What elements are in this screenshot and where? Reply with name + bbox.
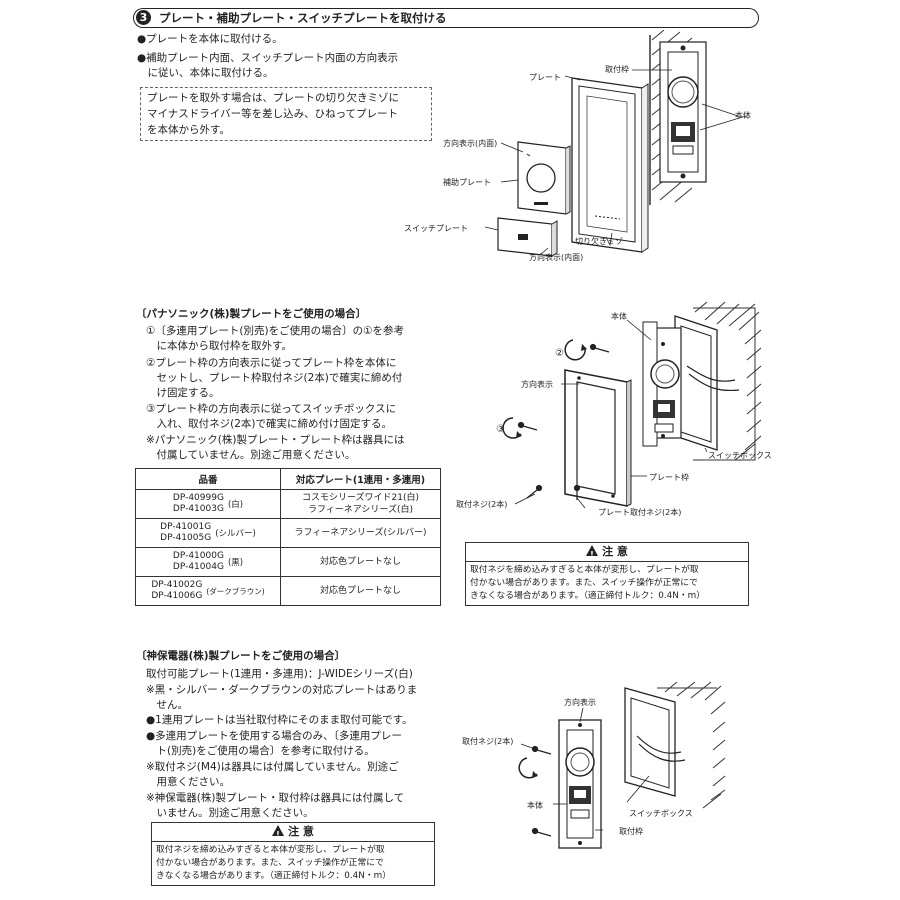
note-line: を本体から外す。 — [147, 124, 230, 136]
instruction-line: せん。 — [146, 699, 188, 711]
instruction-line: セットし、プレート枠取付ネジ(2本)で確実に締め付 — [146, 372, 403, 384]
instruction-line: ●1連用プレートは当社取付枠にそのまま取付可能です。 — [146, 714, 413, 726]
label-direction: 方向表示 — [564, 698, 596, 707]
plate-assembly-illustration — [484, 30, 747, 257]
label-plate-screw: プレート取付ネジ(2本) — [598, 508, 682, 517]
label-switch-box: スイッチボックス — [708, 451, 772, 460]
compatible-plate-cell: 対応色プレートなし — [280, 547, 441, 577]
switch-box-shape — [624, 687, 676, 797]
label-step-3: ③ — [496, 424, 505, 435]
label-body: 本体 — [611, 312, 627, 321]
caution-box: 注 意 取付ネジを締め込みすぎると本体が変形し、プレートが取 付かない場合があり… — [465, 542, 749, 606]
instruction-line: ※黒・シルバー・ダークブラウンの対応プレートはありま — [146, 684, 418, 696]
label-body: 本体 — [527, 801, 543, 810]
jimbo-heading: 〔神保電器(株)製プレートをご使用の場合〕 — [136, 650, 346, 662]
label-plate: プレート — [529, 73, 561, 82]
header-end-cap — [740, 7, 759, 28]
label-mounting-screw: 取付ネジ(2本) — [456, 500, 508, 509]
note-line: マイナスドライバー等を差し込み、ひねってプレート — [147, 108, 399, 120]
caution-header: 注 意 — [466, 543, 748, 564]
instruction-line: いません。別途ご用意ください。 — [146, 807, 314, 819]
section-title: プレート・補助プレート・スイッチプレートを取付ける — [159, 11, 447, 25]
label-notch: 切り欠きミゾ — [575, 237, 623, 246]
instruction-line: ト(別売)をご使用の場合〕を参考に取付ける。 — [146, 745, 375, 757]
label-mounting-frame: 取付枠 — [605, 65, 629, 74]
instruction-line: 用意ください。 — [146, 776, 230, 788]
warning-icon — [586, 545, 599, 564]
instruction-line: ③プレート枠の方向表示に従ってスイッチボックスに — [146, 403, 397, 415]
section-header: 3 プレート・補助プレート・スイッチプレートを取付ける — [133, 7, 759, 28]
instruction-line: ①〔多連用プレート(別売)をご使用の場合〕の①を参考 — [146, 325, 405, 337]
removal-note-box: プレートを取外す場合は、プレートの切り欠きミゾに マイナスドライバー等を差し込み… — [140, 87, 432, 141]
label-body: 本体 — [735, 111, 751, 120]
step-number-badge: 3 — [136, 10, 151, 25]
label-mounting-frame: 取付枠 — [619, 827, 643, 836]
table-header-row: 品番 対応プレート(1連用・多連用) — [135, 468, 441, 490]
compatible-plate-cell: 対応色プレートなし — [280, 576, 441, 606]
instruction-line: ※神保電器(株)製プレート・取付枠は器具には付属して — [146, 792, 405, 804]
caution-text: 取付ネジを締め込みすぎると本体が変形し、プレートが取 付かない場合があります。ま… — [156, 845, 391, 881]
compatible-plate-cell: コスモシリーズワイド21(白)ラフィーネアシリーズ(白) — [280, 489, 441, 519]
instruction-line: ●プレートを本体に取付ける。 — [137, 33, 283, 45]
instruction-line: 入れ、取付ネジ(2本)で確実に締め付け固定する。 — [146, 418, 392, 430]
instruction-line: 取付可能プレート(1連用・多連用)：J-WIDEシリーズ(白) — [146, 668, 413, 680]
label-direction-inner: 方向表示(内面) — [443, 139, 498, 148]
label-direction-inner-2: 方向表示(内面) — [529, 253, 584, 262]
instruction-line: に従い、本体に取付ける。 — [137, 67, 274, 79]
label-aux-plate: 補助プレート — [443, 178, 491, 187]
table-header-cell: 品番 — [135, 468, 281, 490]
instruction-line: け固定する。 — [146, 387, 220, 399]
instruction-line: に本体から取付枠を取外す。 — [146, 340, 292, 352]
dial-knob-shape — [565, 747, 595, 777]
table-header-cell: 対応プレート(1連用・多連用) — [280, 468, 441, 490]
warning-icon — [272, 825, 285, 844]
label-switch-plate: スイッチプレート — [404, 224, 468, 233]
jimbo-frame-illustration — [518, 681, 726, 849]
label-step-2: ② — [555, 348, 564, 359]
label-direction: 方向表示 — [521, 380, 553, 389]
instruction-line: ●多連用プレートを使用する場合のみ、〔多連用プレー — [146, 730, 402, 742]
label-mounting-screw: 取付ネジ(2本) — [462, 737, 514, 746]
instruction-line: ●補助プレート内面、スイッチプレート内面の方向表示 — [137, 52, 399, 64]
instruction-line: ※パナソニック(株)製プレート・プレート枠は器具には — [146, 434, 405, 446]
compatible-plate-cell: ラフィーネアシリーズ(シルバー) — [280, 518, 441, 548]
instruction-line: ②プレート枠の方向表示に従ってプレート枠を本体に — [146, 357, 397, 369]
note-line: プレートを取外す場合は、プレートの切り欠きミゾに — [147, 92, 399, 104]
caution-text: 取付ネジを締め込みすぎると本体が変形し、プレートが取 付かない場合があります。ま… — [470, 565, 705, 601]
label-switch-box: スイッチボックス — [629, 809, 693, 818]
instruction-line: ※取付ネジ(M4)は器具には付属していません。別途ご — [146, 761, 399, 773]
panasonic-heading: 〔パナソニック(株)製プレートをご使用の場合〕 — [136, 308, 367, 320]
instruction-line: 付属していません。別途ご用意ください。 — [146, 449, 356, 461]
caution-box: 注 意 取付ネジを締め込みすぎると本体が変形し、プレートが取 付かない場合があり… — [151, 822, 435, 886]
panasonic-frame-illustration — [502, 301, 762, 509]
label-plate-frame: プレート枠 — [649, 473, 689, 482]
caution-header: 注 意 — [152, 823, 434, 844]
